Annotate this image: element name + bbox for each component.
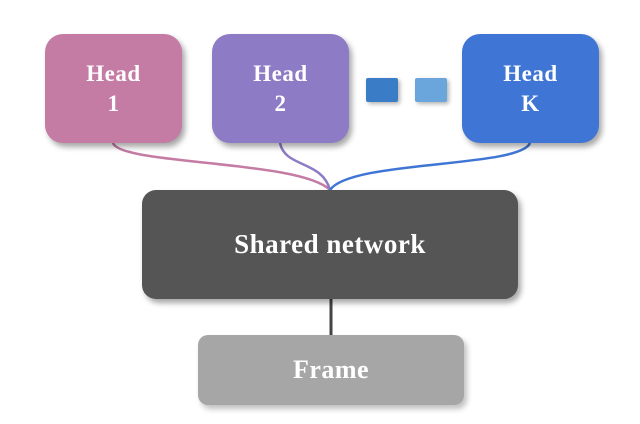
ellipsis-square-1 <box>366 78 398 102</box>
head-k-label: Head <box>503 60 558 86</box>
head-k-index: K <box>521 90 540 116</box>
head-1-label: Head <box>86 60 141 86</box>
shared-network-box: Shared network <box>142 190 518 299</box>
ellipsis-square-2 <box>415 78 447 102</box>
frame-box: Frame <box>198 335 464 405</box>
head-2-index: 2 <box>274 90 287 116</box>
head-1-index: 1 <box>107 90 120 116</box>
connector-head-1 <box>111 142 331 191</box>
connector-head-2 <box>278 142 332 191</box>
head-k-box: Head K <box>462 34 599 143</box>
head-2-label: Head <box>253 60 308 86</box>
frame-label: Frame <box>292 355 370 384</box>
shared-network-label: Shared network <box>234 229 426 259</box>
head-2-box: Head 2 <box>212 34 349 143</box>
head-1-box: Head 1 <box>45 34 182 143</box>
connector-head-k <box>328 142 532 191</box>
